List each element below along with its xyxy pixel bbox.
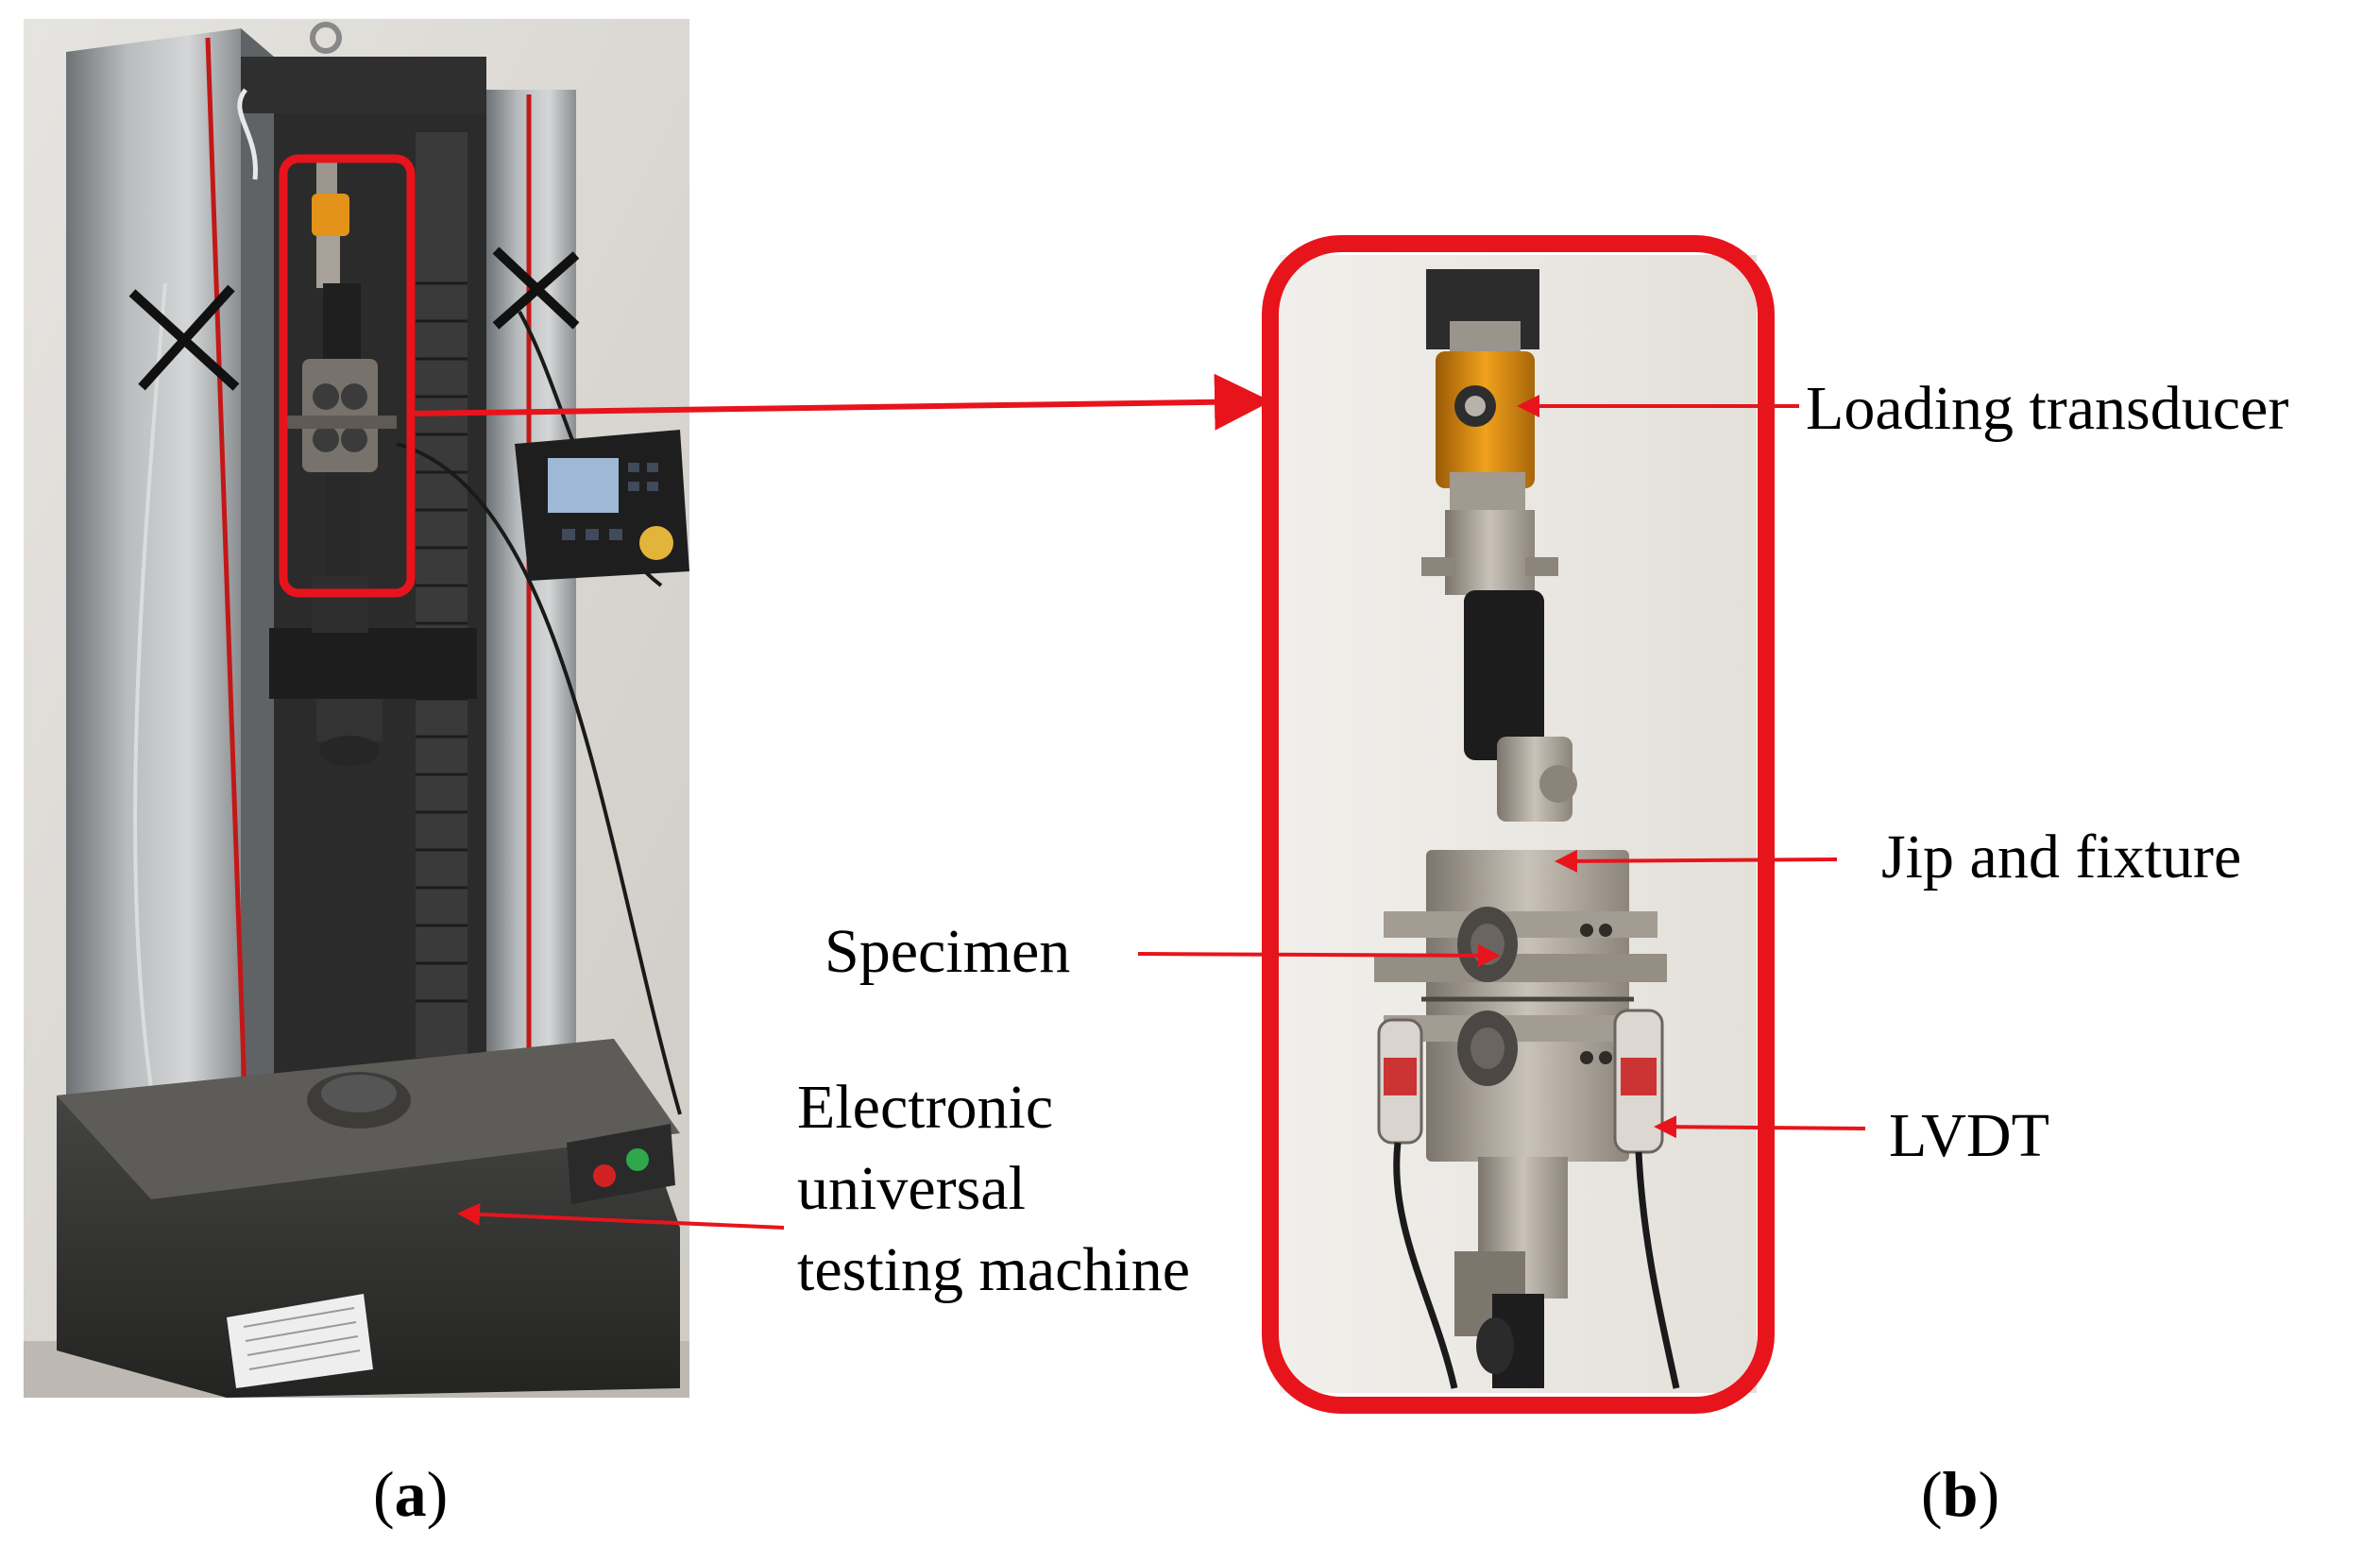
arrow-lvdt xyxy=(1654,1115,1866,1139)
caption-subfigure-b: (b) xyxy=(1921,1458,2000,1530)
caption-a-letter: a xyxy=(394,1458,427,1530)
label-testing-machine-line3: testing machine xyxy=(797,1235,1191,1304)
label-testing-machine-line1: Electronic xyxy=(797,1073,1054,1142)
label-specimen: Specimen xyxy=(824,917,1071,986)
photo-closeup xyxy=(1280,255,1757,1393)
arrow-specimen xyxy=(1137,943,1501,967)
caption-b-letter: b xyxy=(1942,1458,1979,1530)
highlight-box-large xyxy=(1262,235,1775,1414)
label-loading-transducer: Loading transducer xyxy=(1806,374,2289,443)
arrow-jip-and-fixture xyxy=(1555,849,1838,873)
arrow-testing-machine xyxy=(457,1202,785,1230)
caption-subfigure-a: (a) xyxy=(373,1458,449,1530)
photo-testing-machine xyxy=(24,19,689,1398)
highlight-box-small xyxy=(279,154,416,598)
label-jip-and-fixture: Jip and fixture xyxy=(1881,823,2242,891)
connector-arrow xyxy=(410,373,1271,431)
label-lvdt: LVDT xyxy=(1889,1101,2049,1170)
label-testing-machine-line2: universal xyxy=(797,1154,1026,1223)
